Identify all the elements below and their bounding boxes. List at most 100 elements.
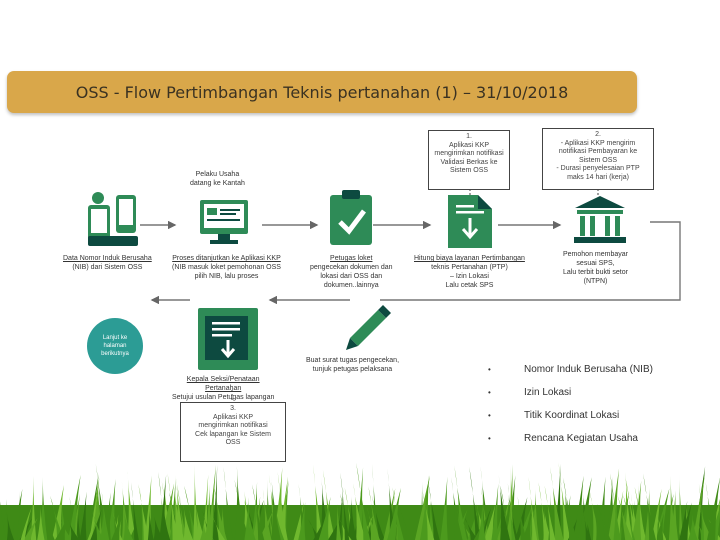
grass-blade	[698, 504, 713, 540]
grass-blade	[87, 473, 99, 540]
grass-blade	[558, 462, 571, 540]
grass-blade	[395, 518, 403, 540]
grass-blade	[147, 505, 154, 540]
grass-blade	[138, 484, 150, 540]
grass-blade	[517, 496, 527, 540]
grass-blade	[211, 491, 219, 540]
grass-blade	[625, 478, 639, 540]
grass-blade	[451, 476, 463, 540]
grass-blade	[252, 484, 265, 540]
arrow-5	[380, 221, 681, 301]
grass-blade	[167, 473, 179, 540]
grass-blade	[634, 487, 647, 540]
grass-blade	[43, 507, 55, 540]
grass-blade	[248, 508, 256, 540]
grass-blade	[491, 483, 499, 540]
grass-blade	[422, 491, 435, 540]
grass-blade	[692, 473, 705, 540]
grass-blade	[308, 519, 322, 540]
grass-blade	[213, 484, 227, 540]
grass-blade	[127, 471, 136, 540]
grass-blade	[561, 495, 571, 540]
list-item: •Nomor Induk Berusaha (NIB)	[482, 358, 712, 381]
grass-blade	[234, 466, 245, 540]
grass-blade	[67, 519, 80, 540]
grass-blade	[176, 484, 187, 540]
grass-blade	[243, 486, 253, 540]
grass-blade	[597, 503, 611, 540]
grass-blade	[51, 485, 64, 540]
person-phone-icon	[88, 192, 138, 246]
grass-blade	[399, 509, 413, 540]
grass-blade	[194, 499, 206, 540]
grass-blade	[521, 513, 533, 540]
grass-blade	[91, 510, 104, 540]
grass-blade	[669, 490, 679, 540]
grass-blade	[183, 504, 194, 540]
grass-blade	[383, 488, 396, 540]
grass-blade	[17, 491, 25, 540]
grass-blade	[277, 471, 288, 540]
grass-blade	[273, 467, 283, 540]
grass-blade	[355, 467, 364, 540]
grass-blade	[419, 475, 430, 540]
grass-blade	[500, 485, 513, 540]
grass-blade	[103, 492, 111, 540]
grass-blade	[76, 492, 81, 540]
grass-blade	[620, 494, 626, 540]
grass-blade	[414, 475, 430, 540]
grass-blade	[544, 485, 556, 540]
grass-blade	[440, 476, 448, 540]
grass-blade	[107, 478, 116, 540]
grass-blade	[698, 483, 708, 540]
grass-blade	[79, 491, 87, 540]
bullet-marker: •	[488, 411, 491, 420]
grass-blade	[617, 495, 633, 540]
grass-blade	[322, 469, 336, 540]
grass-blade	[498, 474, 511, 540]
grass-blade	[651, 488, 662, 540]
grass-blade	[271, 473, 281, 540]
grass-blade	[679, 500, 688, 540]
grass-blade	[368, 486, 380, 540]
grass-blade	[706, 477, 720, 540]
grass-blade	[589, 490, 603, 540]
grass-blade	[37, 505, 45, 540]
grass-blade	[97, 476, 103, 540]
grass-blade	[244, 497, 251, 540]
grass-blade	[337, 488, 344, 540]
grass-blade	[336, 498, 342, 540]
grass-blade	[428, 481, 440, 540]
grass-blade	[387, 487, 401, 540]
grass-blade	[538, 482, 550, 540]
grass-blade	[643, 473, 656, 540]
grass-blade	[367, 517, 373, 540]
grass-blade	[593, 509, 605, 540]
step-buat-surat-label: Buat surat tugas pengecekan,tunjuk petug…	[306, 357, 400, 373]
approval-document-icon	[198, 308, 258, 370]
grass-blade	[140, 489, 147, 540]
grass-blade	[434, 513, 444, 540]
grass-blade	[123, 508, 134, 540]
grass-blade	[695, 519, 709, 540]
grass-blade	[347, 496, 357, 540]
grass-blade	[101, 491, 110, 540]
grass-blade	[562, 477, 577, 540]
grass-blade	[159, 474, 167, 540]
step-proses-label: Proses ditanjutkan ke Aplikasi KKP(NIB m…	[172, 255, 281, 280]
clipboard-check-icon	[330, 190, 372, 245]
grass-blade	[6, 512, 15, 540]
grass-blade	[505, 494, 514, 540]
bullet-marker: •	[488, 434, 491, 443]
grass-blade	[54, 516, 69, 540]
step-data-nib-label: Data Nomor Induk Berusaha(NIB) dari Sist…	[63, 255, 152, 271]
grass-blade	[327, 518, 341, 540]
bank-icon	[574, 196, 626, 243]
grass-blade	[87, 519, 96, 540]
grass-blade	[371, 495, 385, 540]
grass-blade	[168, 491, 181, 540]
grass-blade	[68, 474, 81, 540]
